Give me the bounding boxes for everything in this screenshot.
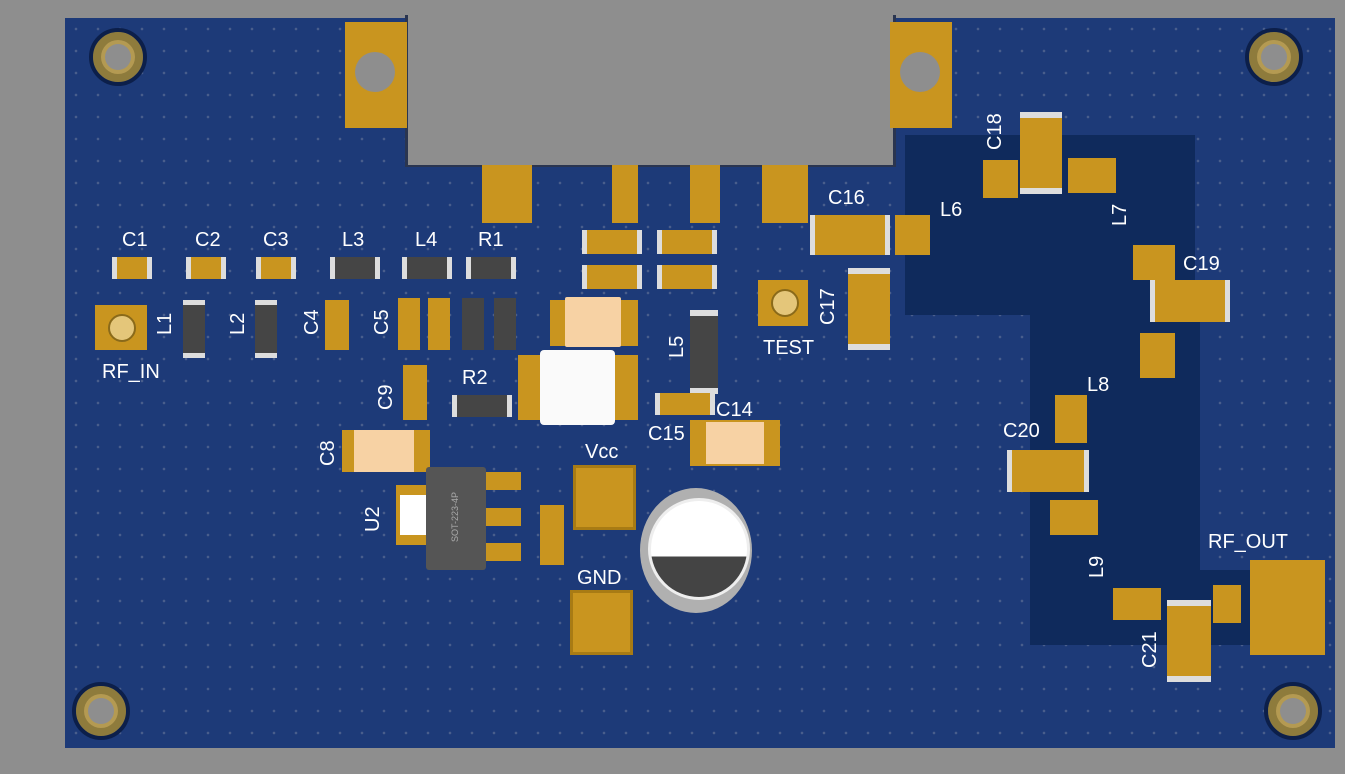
capacitor-c18 [1020,112,1062,194]
mount-pad [890,22,952,128]
label-c18: C18 [984,113,1006,150]
test-connector [758,280,808,326]
label-r1: R1 [478,229,504,251]
u2-pin [485,508,521,526]
label-u2: U2 [362,506,384,532]
mount-pad [345,22,407,128]
mounting-hole [1245,28,1303,86]
label-c3: C3 [263,229,289,251]
label-c16: C16 [828,187,865,209]
label-l4: L4 [415,229,438,251]
board-notch [405,15,896,167]
pad [1133,245,1175,280]
capacitor-c8 [342,430,430,472]
label-c19: C19 [1183,253,1220,275]
u2-ic: SOT-223-4P [426,467,486,570]
label-c5: C5 [371,309,393,335]
label-c21: C21 [1139,631,1161,668]
label-c1: C1 [122,229,148,251]
label-l9: L9 [1086,555,1108,578]
pad-l7 [1068,158,1116,193]
resistor-r2 [452,395,512,417]
inductor-l3 [330,257,380,279]
label-gnd: GND [577,567,622,589]
label-r2: R2 [462,367,488,389]
label-c2: C2 [195,229,221,251]
inductor-l1 [183,300,205,358]
capacitor-c9 [403,365,427,420]
label-l7: L7 [1109,203,1131,226]
capacitor [657,265,717,289]
u2-tab-pad [396,485,431,545]
capacitor [582,230,642,254]
gnd-pad[interactable] [570,590,633,655]
capacitor [582,265,642,289]
pad [1113,588,1161,620]
pad [1213,585,1241,623]
label-c4: C4 [301,309,323,335]
label-l2: L2 [227,312,249,335]
label-l6: L6 [940,199,963,221]
label-rf-in: RF_IN [102,361,160,383]
u2-pin [485,543,521,561]
pad [1055,395,1087,443]
ic-marking: SOT-223-4P [450,491,460,542]
mounting-hole [89,28,147,86]
rf-in-connector [95,305,147,350]
tab-pad [690,165,720,223]
capacitor-c19 [1150,280,1230,322]
capacitor [540,505,564,565]
u2-pin [485,472,521,490]
tab-pad [762,165,808,223]
capacitor [428,298,450,350]
label-test: TEST [763,337,815,359]
capacitor [657,230,717,254]
resistor [494,298,516,350]
label-vcc: Vcc [585,441,619,463]
capacitor-c2 [186,257,226,279]
tab-pad [482,165,532,223]
pad-l6 [895,215,930,255]
label-c8: C8 [317,440,339,466]
capacitor-c14 [690,420,780,466]
label-l3: L3 [342,229,365,251]
capacitor-c17 [848,268,890,350]
capacitor-c1 [112,257,152,279]
label-c17: C17 [817,288,839,325]
tab-pad [612,165,638,223]
capacitor-c16 [810,215,890,255]
label-l5: L5 [666,335,688,358]
capacitor-pads [550,297,638,347]
capacitor-c5 [398,298,420,350]
mounting-hole [72,682,130,740]
pad [983,160,1018,198]
rf-out-connector [1250,560,1325,655]
mounting-hole [1264,682,1322,740]
label-rf-out: RF_OUT [1208,531,1288,553]
capacitor-c21 [1167,600,1211,682]
pad-l8 [1140,333,1175,378]
vcc-pad[interactable] [573,465,636,530]
inductor-l4 [402,257,452,279]
label-c14: C14 [716,399,753,421]
inductor-l5 [690,310,718,394]
pad-l9 [1050,500,1098,535]
inductor-l2 [255,300,277,358]
label-l8: L8 [1087,374,1110,396]
capacitor-c3 [256,257,296,279]
capacitor-c20 [1007,450,1089,492]
label-c15: C15 [648,423,685,445]
label-c9: C9 [375,384,397,410]
capacitor-c15 [655,393,715,415]
capacitor-c4 [325,300,349,350]
resistor-r1 [466,257,516,279]
transistor-pads [518,350,638,425]
label-l1: L1 [154,312,176,335]
electrolytic-capacitor [640,488,752,613]
label-c20: C20 [1003,420,1040,442]
resistor [462,298,484,350]
